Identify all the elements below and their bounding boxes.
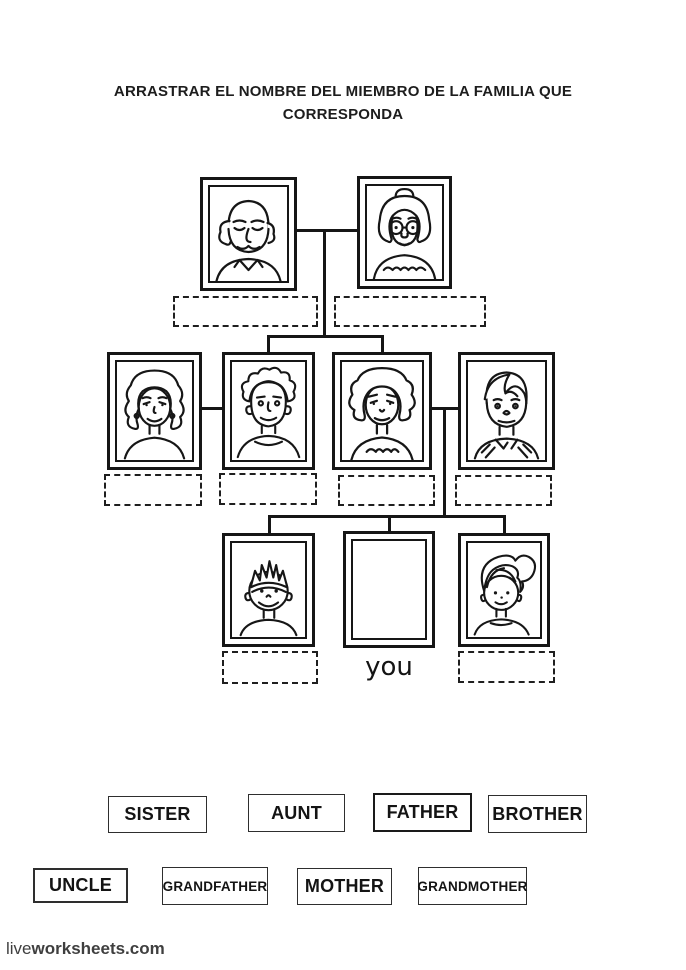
brother-portrait [222, 533, 315, 647]
connector-grandparents [297, 229, 357, 232]
footer-logo-suffix: worksheets.com [31, 939, 165, 958]
you-empty-picture [351, 539, 427, 640]
brother-illustration [230, 541, 307, 639]
connector-grandparents-down [323, 229, 326, 338]
footer-logo-prefix: live [6, 939, 32, 958]
connector-parents-down [443, 407, 446, 517]
title-line-1: ARRASTRAR EL NOMBRE DEL MIEMBRO DE LA FA… [113, 83, 573, 100]
title-line-2: CORRESPONDA [282, 106, 404, 123]
word-card-label: SISTER [124, 804, 191, 824]
connector-drop-you [388, 515, 391, 531]
drop-zone-brother[interactable] [222, 651, 318, 684]
grandmother-illustration [365, 184, 444, 281]
you-label: you [365, 652, 413, 682]
uncle-portrait [222, 352, 315, 470]
word-card-sister[interactable]: SISTER [108, 796, 207, 833]
word-card-brother[interactable]: BROTHER [488, 795, 587, 833]
connector-aunt-uncle [202, 407, 222, 410]
word-card-father[interactable]: FATHER [373, 793, 472, 832]
connector-drop-sister [503, 515, 506, 533]
grandfather-portrait [200, 177, 297, 291]
footer-logo[interactable]: liveworksheets.com [6, 939, 165, 959]
word-card-uncle[interactable]: UNCLE [33, 868, 128, 903]
word-card-label: AUNT [271, 802, 322, 823]
drop-zone-aunt[interactable] [104, 474, 202, 506]
you-empty-frame [343, 531, 435, 648]
mother-illustration [340, 360, 424, 462]
grandfather-illustration [208, 185, 289, 283]
drop-zone-father[interactable] [455, 475, 552, 506]
word-card-mother[interactable]: MOTHER [297, 868, 392, 905]
word-card-label: MOTHER [304, 876, 385, 896]
father-portrait [458, 352, 555, 470]
drop-zone-grandmother[interactable] [334, 296, 486, 327]
sister-portrait [458, 533, 550, 647]
uncle-illustration [230, 360, 307, 462]
word-card-label: UNCLE [49, 875, 112, 895]
drop-zone-mother[interactable] [338, 475, 435, 506]
connector-children-bus [267, 335, 384, 338]
connector-drop-uncle [267, 335, 270, 353]
worksheet-title: ARRASTRAR EL NOMBRE DEL MIEMBRO DE LA FA… [0, 80, 686, 126]
word-card-label: GRANDMOTHER [417, 878, 528, 894]
sister-illustration [466, 541, 542, 639]
word-card-label: BROTHER [492, 803, 583, 824]
word-card-grandfather[interactable]: GRANDFATHER [162, 867, 268, 905]
aunt-portrait [107, 352, 202, 470]
connector-drop-mother [381, 335, 384, 353]
connector-drop-brother [268, 515, 271, 533]
word-card-grandmother[interactable]: GRANDMOTHER [417, 867, 528, 905]
grandmother-portrait [357, 176, 452, 289]
connector-siblings-bus [268, 515, 506, 518]
drop-zone-uncle[interactable] [219, 473, 317, 505]
word-card-label: GRANDFATHER [162, 878, 268, 894]
drop-zone-sister[interactable] [458, 651, 555, 683]
father-illustration [466, 360, 547, 462]
drop-zone-grandfather[interactable] [173, 296, 318, 327]
aunt-illustration [115, 360, 194, 462]
word-card-aunt[interactable]: AUNT [248, 794, 345, 832]
mother-portrait [332, 352, 432, 470]
word-card-label: FATHER [386, 802, 459, 822]
